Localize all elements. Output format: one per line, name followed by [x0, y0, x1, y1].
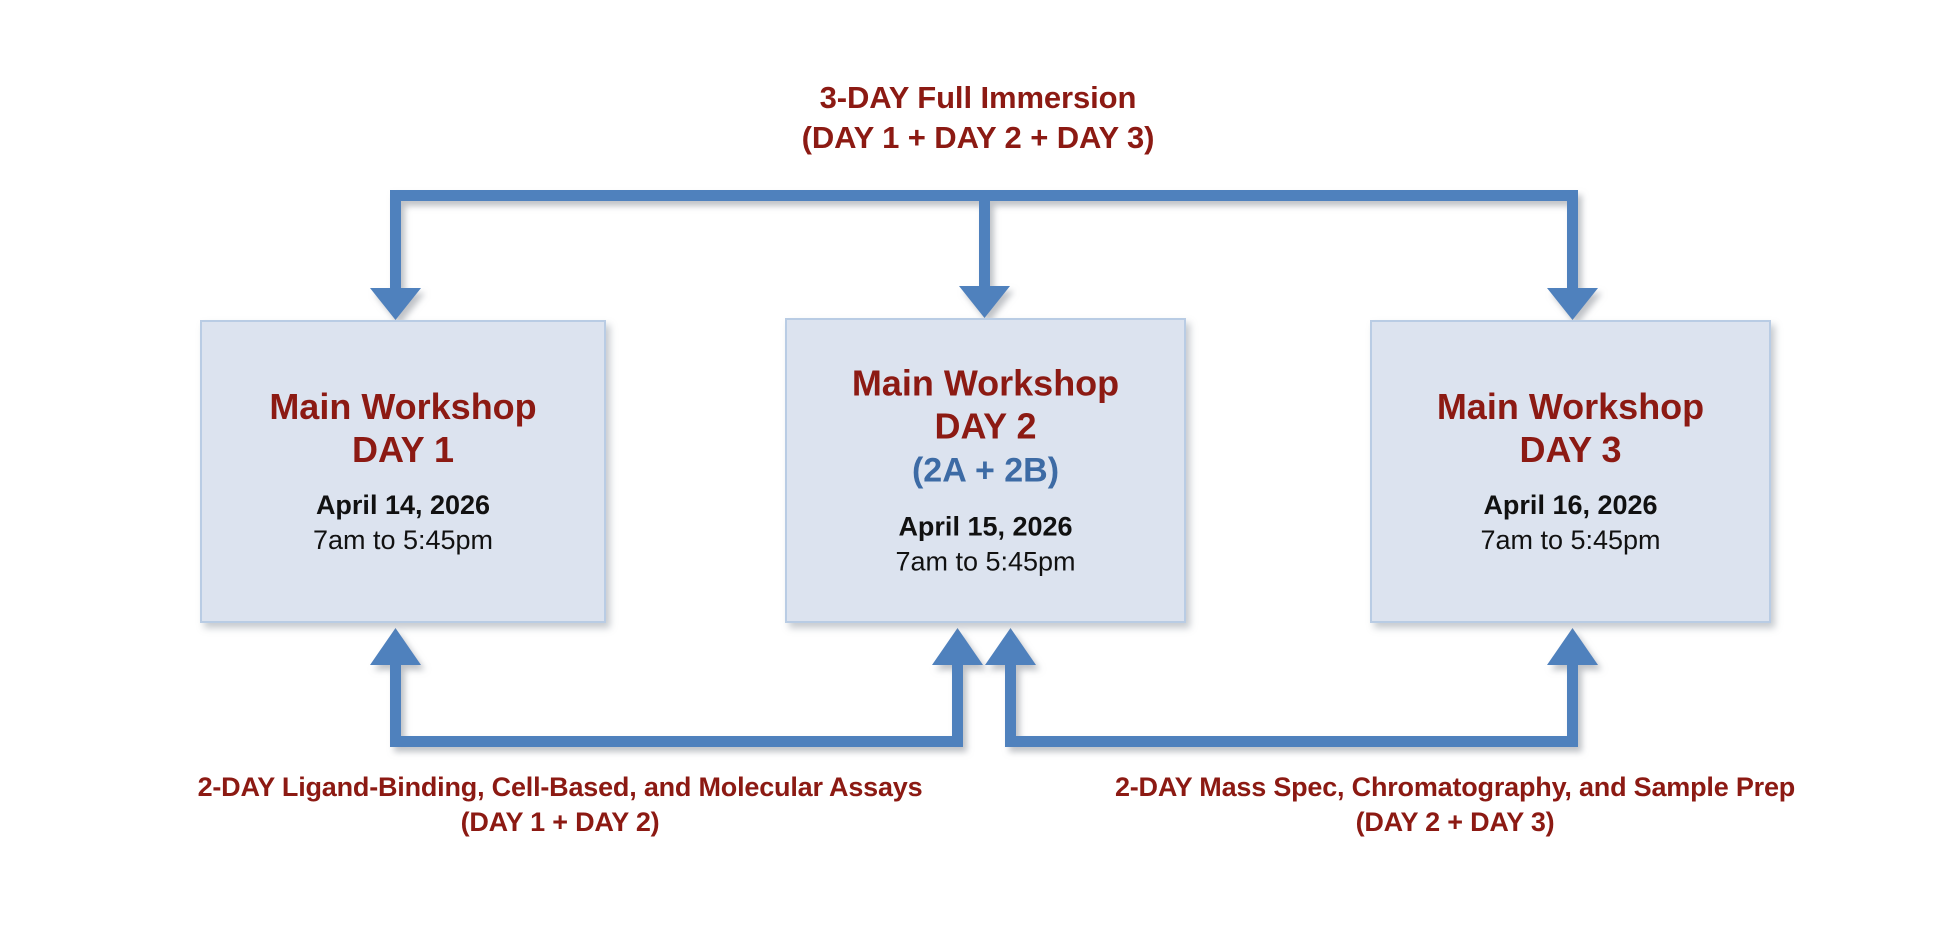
box-day3-date: April 16, 2026	[1483, 490, 1658, 521]
caption-bottom-right-line1: 2-DAY Mass Spec, Chromatography, and Sam…	[1114, 772, 1796, 802]
box-day3-title-line2: DAY 3	[1519, 429, 1622, 471]
box-day1-time: 7am to 5:45pm	[312, 525, 494, 556]
box-day2-title-line2: DAY 2	[934, 405, 1037, 447]
workshop-box-day2-content: Main Workshop DAY 2 (2A + 2B) April 15, …	[787, 361, 1184, 580]
caption-bottom-left-line1: 2-DAY Ligand-Binding, Cell-Based, and Mo…	[197, 772, 923, 802]
caption-bottom-right-line2: (DAY 2 + DAY 3)	[1355, 806, 1555, 837]
workshop-box-day1-content: Main Workshop DAY 1 April 14, 2026 7am t…	[202, 385, 604, 559]
bottom-bracket-2day-assays	[370, 628, 983, 747]
caption-bottom-left-line2: (DAY 1 + DAY 2)	[460, 806, 660, 837]
caption-2day-assays: 2-DAY Ligand-Binding, Cell-Based, and Mo…	[140, 770, 980, 839]
box-day2-time: 7am to 5:45pm	[895, 546, 1076, 577]
workshop-box-day3[interactable]: Main Workshop DAY 3 April 16, 2026 7am t…	[1370, 320, 1771, 623]
caption-top-line2: (DAY 1 + DAY 2 + DAY 3)	[801, 119, 1155, 155]
box-day1-date: April 14, 2026	[315, 490, 491, 521]
caption-top-line1: 3-DAY Full Immersion	[819, 80, 1137, 115]
box-day2-title-line1: Main Workshop	[851, 362, 1120, 404]
top-bracket-3day	[370, 190, 1598, 320]
box-day1-title-line2: DAY 1	[351, 429, 455, 471]
box-day2-subtitle: (2A + 2B)	[911, 451, 1060, 490]
box-day3-title-line1: Main Workshop	[1436, 385, 1705, 427]
caption-2day-massspec: 2-DAY Mass Spec, Chromatography, and Sam…	[1030, 770, 1880, 839]
workshop-box-day2[interactable]: Main Workshop DAY 2 (2A + 2B) April 15, …	[785, 318, 1186, 623]
box-day3-time: 7am to 5:45pm	[1480, 525, 1661, 556]
box-day2-date: April 15, 2026	[898, 511, 1073, 542]
bottom-bracket-2day-massspec	[985, 628, 1598, 747]
box-day1-title-line1: Main Workshop	[269, 385, 537, 427]
caption-3day-full-immersion: 3-DAY Full Immersion (DAY 1 + DAY 2 + DA…	[628, 78, 1328, 157]
workshop-box-day3-content: Main Workshop DAY 3 April 16, 2026 7am t…	[1372, 385, 1769, 559]
workshop-box-day1[interactable]: Main Workshop DAY 1 April 14, 2026 7am t…	[200, 320, 606, 623]
